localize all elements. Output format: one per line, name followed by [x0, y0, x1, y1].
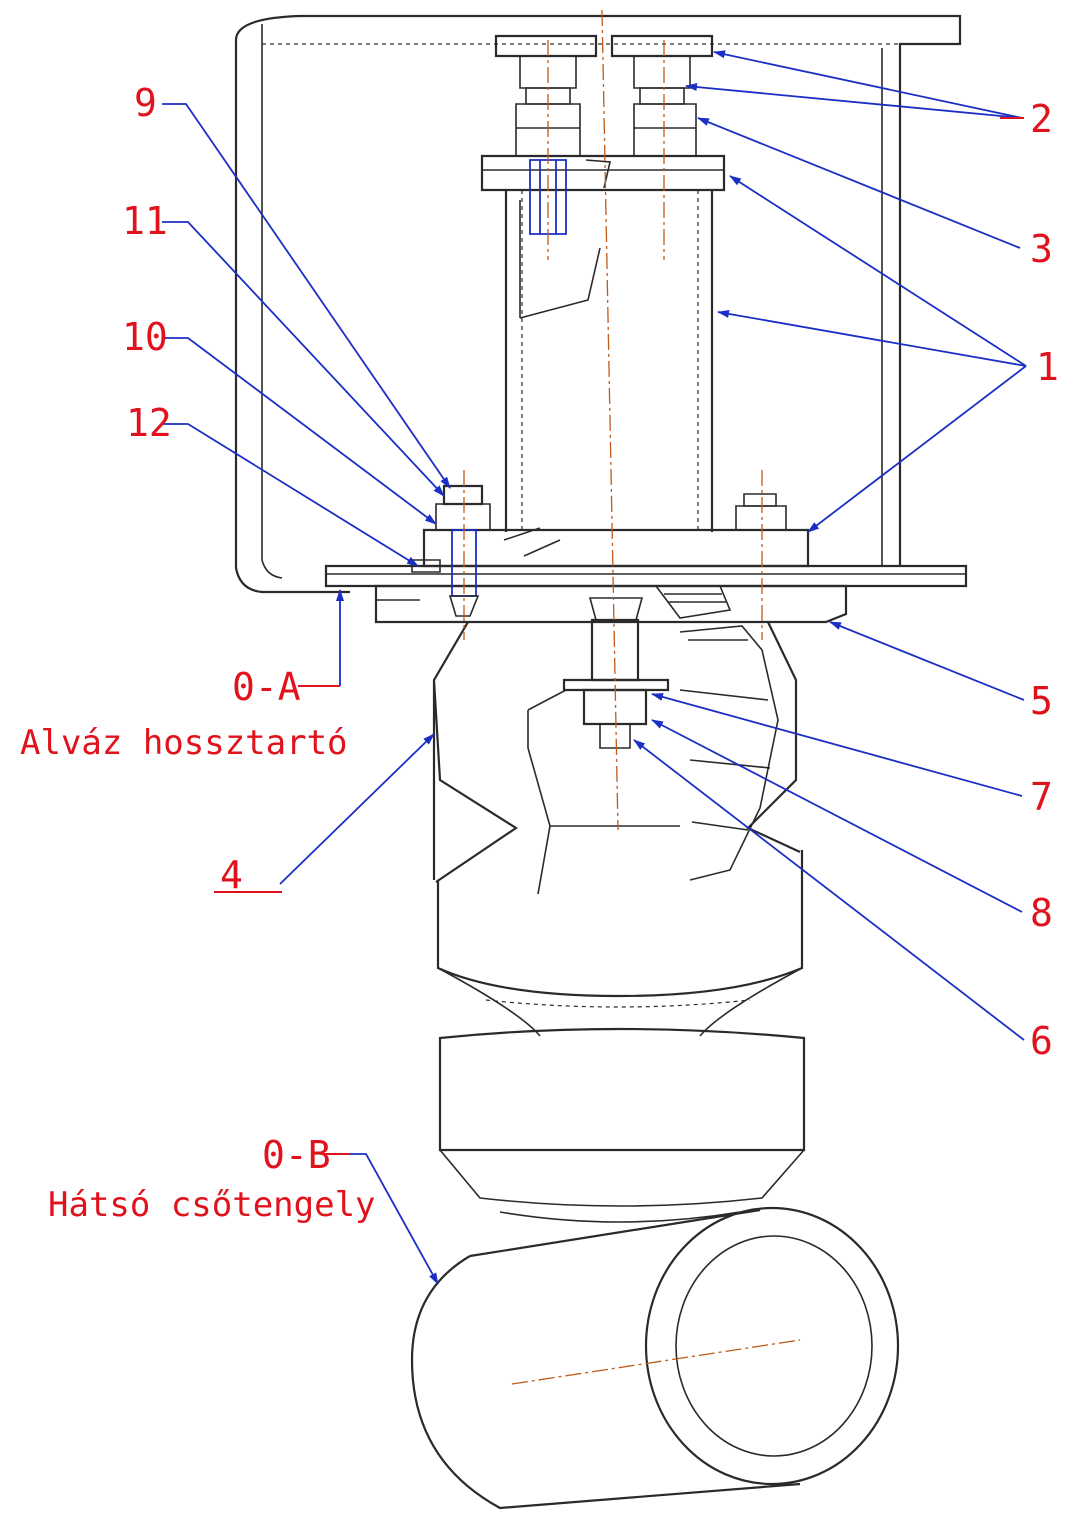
label-chassis-description: Alváz hossztartó [20, 723, 348, 763]
centerlines [463, 9, 763, 831]
label-6: 6 [1030, 1019, 1053, 1063]
label-2: 2 [1030, 97, 1053, 141]
label-7: 7 [1030, 775, 1053, 819]
center-bolt [562, 597, 670, 749]
label-12: 12 [126, 401, 172, 445]
lower-mounting-plate [374, 584, 848, 624]
part-labels: 9 11 10 12 0-A Alváz hossztartó 4 0-B Há… [20, 81, 1059, 1225]
label-0-a: 0-A [232, 665, 301, 709]
rubber-bellows [432, 621, 806, 1223]
label-0-b: 0-B [262, 1133, 331, 1177]
label-axle-description: Hátsó csőtengely [48, 1185, 376, 1225]
label-10: 10 [122, 315, 168, 359]
label-5: 5 [1030, 679, 1053, 723]
leader-lines [162, 50, 1027, 1285]
label-underlines [214, 117, 1024, 1155]
label-9: 9 [134, 81, 157, 125]
label-8: 8 [1030, 891, 1053, 935]
label-11: 11 [122, 199, 168, 243]
upper-mount-assembly [422, 34, 810, 568]
chassis-frame-bracket [234, 14, 968, 594]
rear-axle-tube [410, 1206, 900, 1510]
label-3: 3 [1030, 227, 1053, 271]
label-4: 4 [220, 853, 243, 897]
label-1: 1 [1036, 345, 1059, 389]
